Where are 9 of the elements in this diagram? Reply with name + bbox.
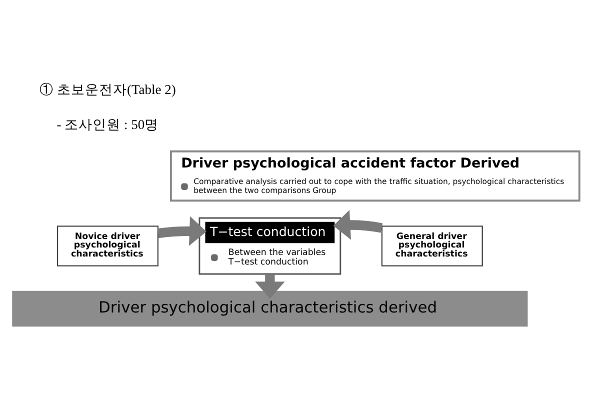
label: - 조사인원 : 50명 [56, 116, 159, 132]
node-box: T−test conduction Between the variables T−test conduction [198, 216, 342, 274]
arrow [255, 274, 285, 298]
node-box: General driver psychological characteristics [381, 225, 483, 266]
node-box: Driver psychological accident factor Derived Comparative analysis carried out to cope with the traffic situation, psychological characteristics between the two comparisons Group [170, 150, 580, 202]
node-box: Driver psychological characteristics derived [12, 290, 528, 326]
label: ① 초보운전자(Table 2) [40, 82, 176, 97]
arrow [157, 216, 206, 246]
node-box: Novice driver psychological characteristics [56, 225, 159, 266]
